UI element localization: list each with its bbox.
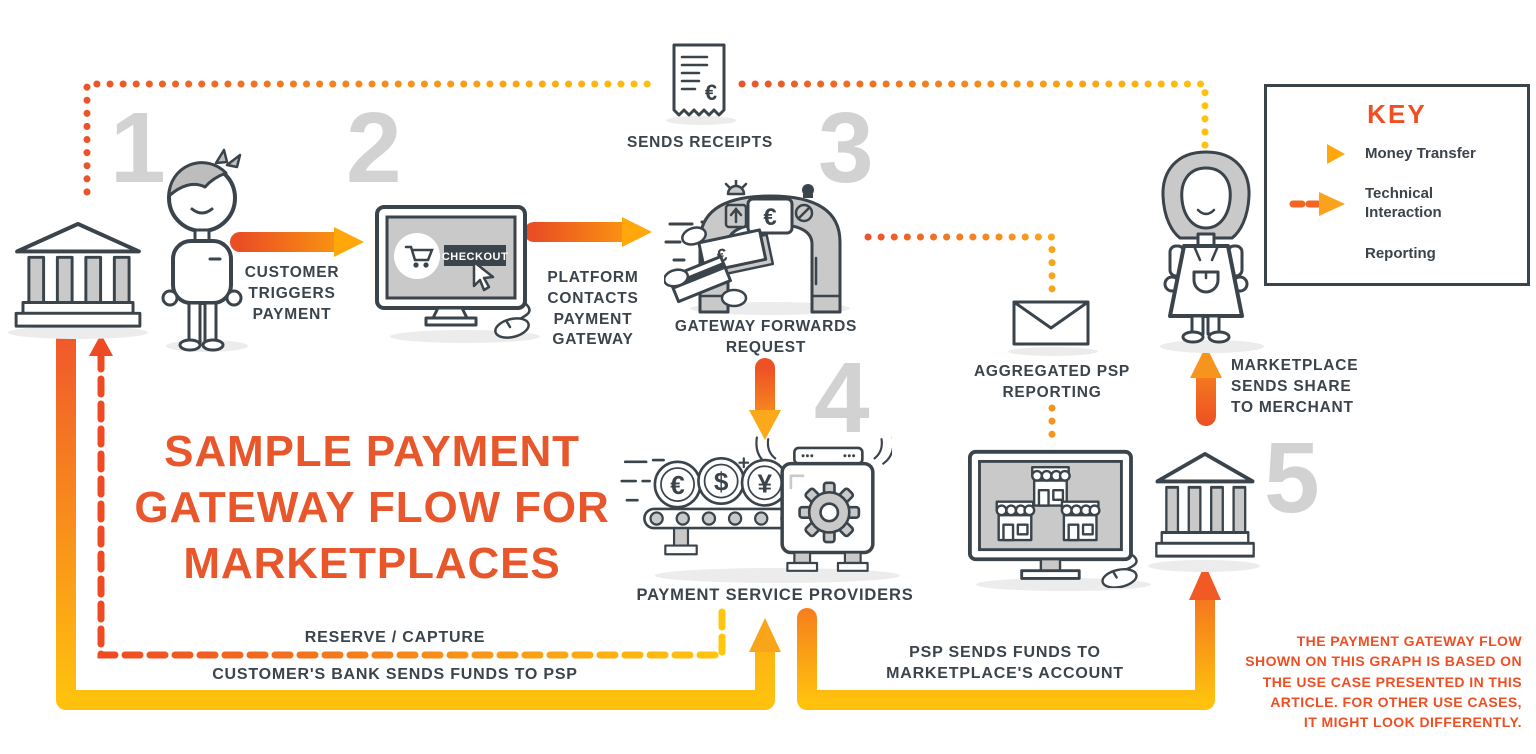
svg-text:¥: ¥ bbox=[757, 468, 772, 498]
label-reserve-capture: RESERVE / CAPTURE bbox=[304, 629, 486, 646]
label-aggregated-psp-reporting: AGGREGATED PSP REPORTING bbox=[973, 363, 1131, 401]
marketplace-monitor-icon bbox=[967, 449, 1138, 588]
label-platform-contacts-gateway: PLATFORM CONTACTS PAYMENT GATEWAY bbox=[547, 269, 639, 349]
money-transfer-symbol bbox=[1288, 144, 1345, 164]
diagram-title: SAMPLE PAYMENT GATEWAY FLOW FOR MARKETPL… bbox=[134, 427, 610, 588]
technical-interaction-symbol bbox=[1289, 191, 1345, 216]
label-payment-service-providers: PAYMENT SERVICE PROVIDERS bbox=[636, 586, 914, 604]
marketplace-bank-icon bbox=[1155, 451, 1255, 558]
merchant-icon bbox=[1161, 150, 1251, 344]
customer-icon bbox=[161, 148, 243, 352]
step-number-4: 4 bbox=[814, 342, 870, 454]
shadow bbox=[1148, 560, 1260, 572]
key-legend: KEY Money Transfer Technical Interaction bbox=[1264, 84, 1530, 286]
bank-icon bbox=[14, 221, 142, 328]
receipt-currency: € bbox=[705, 80, 717, 105]
arrow-up-panel bbox=[724, 203, 748, 229]
key-row-technical-interaction: Technical Interaction bbox=[1287, 185, 1442, 223]
step-number-3: 3 bbox=[818, 92, 874, 204]
money-arrowhead-down bbox=[749, 410, 781, 440]
cart-badge bbox=[394, 233, 440, 279]
svg-text:€: € bbox=[670, 470, 685, 500]
mouse-icon bbox=[1101, 554, 1138, 588]
shadow bbox=[1160, 340, 1264, 353]
label-gateway-forwards-request: GATEWAY FORWARDS REQUEST bbox=[674, 318, 858, 356]
step-number-5: 5 bbox=[1264, 422, 1320, 534]
technical-arrowhead bbox=[89, 334, 113, 356]
reporting-symbol bbox=[1289, 250, 1353, 258]
store-icon bbox=[1031, 465, 1071, 507]
reporting-line-bank-to-receipt bbox=[83, 80, 664, 196]
reporting-line-receipt-to-merchant bbox=[738, 80, 1209, 154]
money-arrowhead-up bbox=[1190, 346, 1222, 378]
key-label-technical-interaction: Technical Interaction bbox=[1365, 185, 1442, 221]
label-sends-receipts: SENDS RECEIPTS bbox=[626, 134, 774, 151]
key-title: KEY bbox=[1367, 99, 1427, 129]
label-customer-bank-sends-funds: CUSTOMER'S BANK SENDS FUNDS TO PSP bbox=[212, 666, 578, 683]
money-line-bank-to-psp bbox=[56, 327, 775, 710]
key-label-money-transfer: Money Transfer bbox=[1365, 144, 1476, 162]
cursor-icon bbox=[472, 260, 495, 292]
label-customer-triggers-payment: CUSTOMER TRIGGERS PAYMENT bbox=[244, 264, 340, 323]
coin-euro-icon: € bbox=[653, 460, 702, 509]
reporting-line-gateway-to-envelope bbox=[864, 233, 1056, 294]
camera-icon bbox=[802, 184, 814, 198]
alarm-lamp-icon bbox=[724, 180, 748, 196]
coin-dollar-icon: $ bbox=[697, 457, 750, 505]
money-line-psp-to-marketplace bbox=[797, 584, 1215, 710]
shadow bbox=[666, 116, 736, 125]
key-row-money-transfer: Money Transfer bbox=[1287, 139, 1476, 169]
no-entry-panel bbox=[794, 203, 814, 223]
mouse-icon bbox=[494, 302, 531, 339]
store-icon bbox=[995, 500, 1036, 542]
money-arrowhead-right-2 bbox=[622, 217, 652, 247]
disclaimer-text: THE PAYMENT GATEWAY FLOW SHOWN ON THIS G… bbox=[1245, 633, 1522, 731]
key-row-reporting: Reporting bbox=[1287, 239, 1436, 269]
step-number-2: 2 bbox=[346, 92, 402, 204]
shopping-cart-icon bbox=[404, 245, 434, 268]
gear-icon bbox=[798, 481, 861, 544]
key-label-reporting: Reporting bbox=[1365, 244, 1436, 262]
money-arrowhead-right-1 bbox=[334, 227, 364, 257]
technical-line-reserve-capture bbox=[97, 350, 726, 659]
money-arrowhead-to-psp bbox=[749, 618, 781, 652]
gateway-icon: € € bbox=[664, 180, 842, 314]
store-icon bbox=[1060, 500, 1101, 542]
checkout-monitor-icon: CHECKOUT bbox=[375, 205, 531, 339]
psp-machine-icon: € $ ¥ bbox=[620, 436, 892, 572]
checkout-label: CHECKOUT bbox=[442, 251, 508, 263]
receipt-icon: € bbox=[672, 43, 726, 117]
gateway-currency: € bbox=[763, 204, 776, 231]
money-arrowhead-to-marketplace-bank bbox=[1189, 564, 1221, 600]
label-psp-sends-funds: PSP SENDS FUNDS TO MARKETPLACE'S ACCOUNT bbox=[886, 644, 1124, 683]
label-marketplace-sends-share: MARKETPLACE SENDS SHARE TO MERCHANT bbox=[1231, 357, 1359, 416]
svg-text:$: $ bbox=[714, 467, 729, 497]
step-number-1: 1 bbox=[110, 92, 166, 204]
shadow bbox=[1008, 347, 1098, 356]
shadow bbox=[8, 326, 148, 339]
envelope-icon bbox=[1012, 300, 1090, 346]
checkout-button[interactable] bbox=[444, 245, 506, 266]
